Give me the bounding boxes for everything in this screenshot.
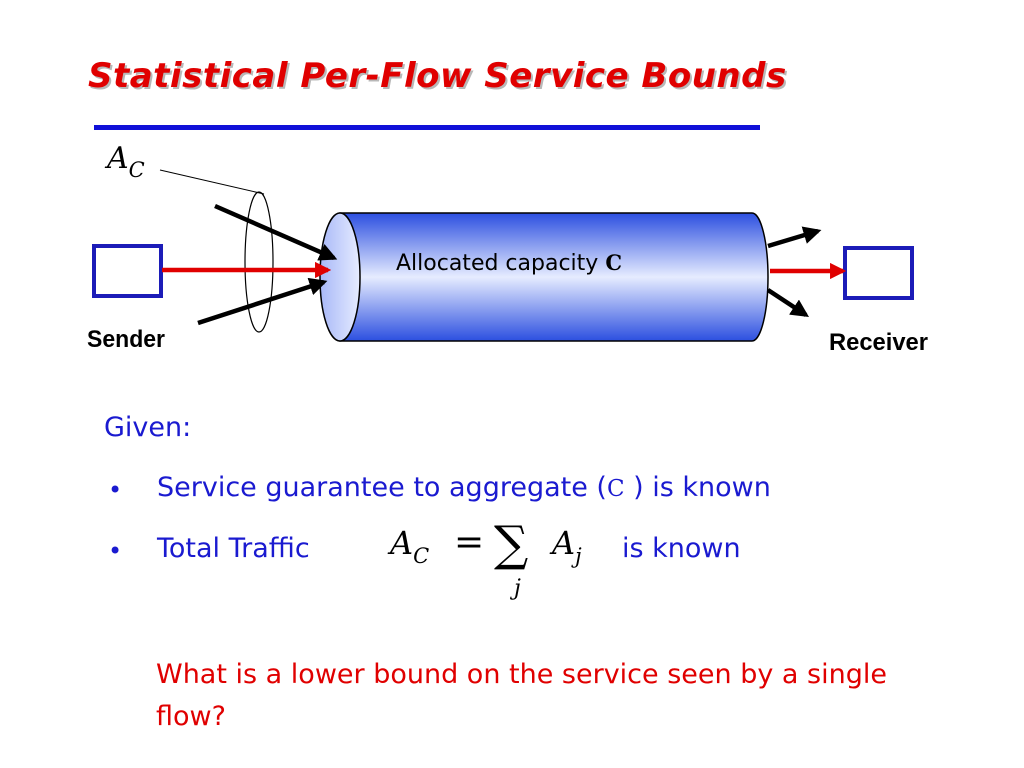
capacity-symbol: C — [606, 476, 625, 502]
receiver-label: Receiver — [829, 329, 928, 356]
question-text: What is a lower bound on the service see… — [156, 659, 887, 732]
sender-label: Sender — [87, 326, 165, 353]
receiver-box — [843, 246, 914, 300]
title-underline — [94, 125, 760, 130]
aggregate-ellipse — [244, 191, 274, 333]
formula-equals: = — [454, 522, 485, 563]
bullet-total-traffic-suffix: is known — [622, 533, 741, 564]
bullet1-text-end: ) is known — [624, 472, 771, 503]
outgoing-flow-upper-arrow — [767, 226, 822, 249]
bullet-total-traffic-label: Total Traffic — [157, 533, 310, 564]
bullet-marker-1: • — [108, 476, 123, 504]
incoming-flow-upper-arrow — [214, 203, 338, 261]
total-traffic-formula: AC = ∑ j Aj — [390, 516, 610, 608]
aggregate-callout-line — [159, 169, 265, 195]
formula-summation: ∑ — [494, 516, 529, 572]
aggregate-label: AC — [104, 141, 145, 182]
formula-rhs: Aj — [552, 524, 582, 568]
formula-sum-index: j — [514, 576, 521, 601]
bullet-marker-2: • — [108, 537, 123, 565]
given-label: Given: — [104, 412, 192, 443]
slide-title: Statistical Per-Flow Service Bounds — [88, 56, 787, 96]
outgoing-flow-lower-arrow — [766, 288, 810, 317]
bullet-service-guarantee: Service guarantee to aggregate (C ) is k… — [157, 472, 771, 503]
capacity-pipe — [319, 212, 769, 342]
pipe-capacity-label: Allocated capacity C — [396, 250, 622, 276]
formula-lhs: AC — [390, 524, 430, 568]
sender-box — [92, 244, 163, 298]
incoming-flow-lower-arrow — [197, 277, 328, 326]
bullet1-text-start: Service guarantee to aggregate ( — [157, 472, 607, 503]
